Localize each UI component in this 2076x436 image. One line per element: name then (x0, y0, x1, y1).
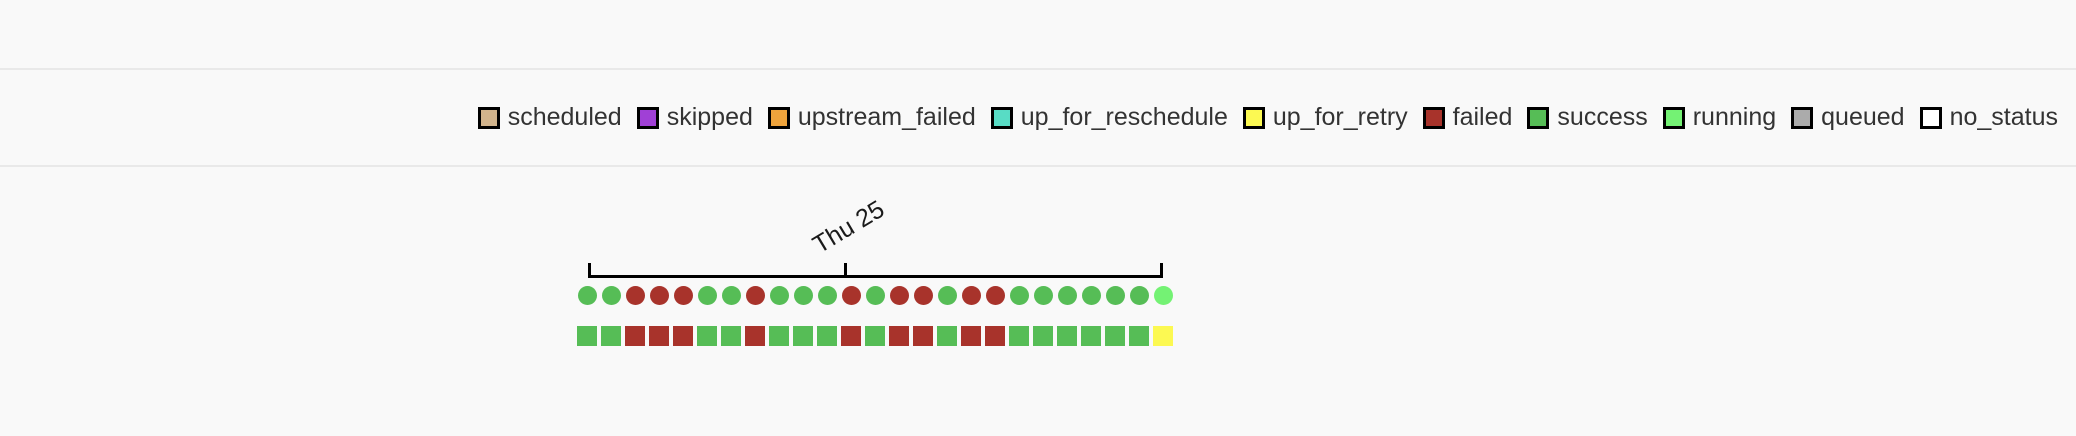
task-instance-6-success[interactable] (697, 326, 717, 346)
task-instance-11-success[interactable] (817, 326, 837, 346)
task-instance-16-success[interactable] (937, 326, 957, 346)
task-instance-21-success[interactable] (1057, 326, 1077, 346)
dag-run-18-failed[interactable] (985, 286, 1005, 305)
axis-tick-start (588, 263, 591, 278)
dag-run-20-success[interactable] (1033, 286, 1053, 305)
task-instance-19-success[interactable] (1009, 326, 1029, 346)
axis-tick-end (1160, 263, 1163, 278)
dag-run-15-failed[interactable] (913, 286, 933, 305)
legend-swatch-running-icon (1662, 106, 1685, 129)
dag-run-21-success[interactable] (1057, 286, 1077, 305)
legend-label: success (1557, 103, 1648, 131)
legend-swatch-failed-icon (1422, 106, 1445, 129)
dag-run-9-success[interactable] (769, 286, 789, 305)
legend-swatch-success-icon (1527, 106, 1550, 129)
legend-label: failed (1452, 103, 1513, 131)
task-instance-2-success[interactable] (601, 326, 621, 346)
legend-swatch-up_for_reschedule-icon (990, 106, 1013, 129)
legend-item-failed: failed (1422, 103, 1513, 132)
legend-item-scheduled: scheduled (477, 103, 622, 132)
dag-run-11-success[interactable] (817, 286, 837, 305)
legend-label: upstream_failed (797, 103, 976, 131)
task-instance-5-failed[interactable] (673, 326, 693, 346)
dag-run-7-success[interactable] (721, 286, 741, 305)
status-legend: scheduled skipped upstream_failed up_for_re… (0, 70, 2076, 167)
task-instance-8-failed[interactable] (745, 326, 765, 346)
dag-status-chart: Thu 25 (0, 167, 2076, 434)
legend-swatch-queued-icon (1791, 106, 1814, 129)
dag-run-8-failed[interactable] (745, 286, 765, 305)
legend-label: skipped (666, 103, 753, 131)
legend-item-queued: queued (1791, 103, 1905, 132)
dag-run-3-failed[interactable] (625, 286, 645, 305)
legend-swatch-upstream_failed-icon (767, 106, 790, 129)
task-instance-14-failed[interactable] (889, 326, 909, 346)
legend-label: scheduled (507, 103, 622, 131)
task-instance-1-success[interactable] (577, 326, 597, 346)
task-instance-17-failed[interactable] (961, 326, 981, 346)
dag-run-17-failed[interactable] (961, 286, 981, 305)
task-instance-18-failed[interactable] (985, 326, 1005, 346)
dag-run-14-failed[interactable] (889, 286, 909, 305)
task-instance-25-up_for_retry[interactable] (1153, 326, 1173, 346)
task-instance-13-success[interactable] (865, 326, 885, 346)
legend-label: no_status (1949, 103, 2058, 131)
dag-run-12-failed[interactable] (841, 286, 861, 305)
dag-run-2-success[interactable] (601, 286, 621, 305)
legend-item-success: success (1527, 103, 1648, 132)
dag-run-6-success[interactable] (697, 286, 717, 305)
dag-run-19-success[interactable] (1009, 286, 1029, 305)
dag-run-16-success[interactable] (937, 286, 957, 305)
legend-label: up_for_reschedule (1020, 103, 1228, 131)
axis-tick-date (844, 263, 847, 278)
legend-item-running: running (1662, 103, 1777, 132)
legend-label: up_for_retry (1272, 103, 1408, 131)
task-instance-23-success[interactable] (1105, 326, 1125, 346)
dag-run-22-success[interactable] (1081, 286, 1101, 305)
task-instance-7-success[interactable] (721, 326, 741, 346)
legend-swatch-no_status-icon (1919, 106, 1942, 129)
task-instance-22-success[interactable] (1081, 326, 1101, 346)
dag-run-5-failed[interactable] (673, 286, 693, 305)
legend-item-no_status: no_status (1919, 103, 2058, 132)
dag-run-23-success[interactable] (1105, 286, 1125, 305)
legend-label: running (1692, 103, 1777, 131)
legend-item-up_for_retry: up_for_retry (1242, 103, 1408, 132)
axis-line (588, 275, 1163, 278)
legend-swatch-skipped-icon (636, 106, 659, 129)
dag-run-1-success[interactable] (577, 286, 597, 305)
top-header-band (0, 0, 2076, 70)
task-instance-15-failed[interactable] (913, 326, 933, 346)
task-instance-12-failed[interactable] (841, 326, 861, 346)
task-instance-3-failed[interactable] (625, 326, 645, 346)
legend-item-skipped: skipped (636, 103, 753, 132)
task-instance-20-success[interactable] (1033, 326, 1053, 346)
dag-run-25-running[interactable] (1153, 286, 1173, 305)
task-instance-10-success[interactable] (793, 326, 813, 346)
dag-run-4-failed[interactable] (649, 286, 669, 305)
task-instance-9-success[interactable] (769, 326, 789, 346)
axis-date-label: Thu 25 (808, 195, 890, 260)
dag-run-24-success[interactable] (1129, 286, 1149, 305)
legend-swatch-up_for_retry-icon (1242, 106, 1265, 129)
task-instance-4-failed[interactable] (649, 326, 669, 346)
legend-label: queued (1821, 103, 1905, 131)
legend-item-upstream_failed: upstream_failed (767, 103, 976, 132)
legend-item-up_for_reschedule: up_for_reschedule (990, 103, 1228, 132)
dag-run-10-success[interactable] (793, 286, 813, 305)
task-instance-24-success[interactable] (1129, 326, 1149, 346)
legend-swatch-scheduled-icon (477, 106, 500, 129)
dag-run-13-success[interactable] (865, 286, 885, 305)
